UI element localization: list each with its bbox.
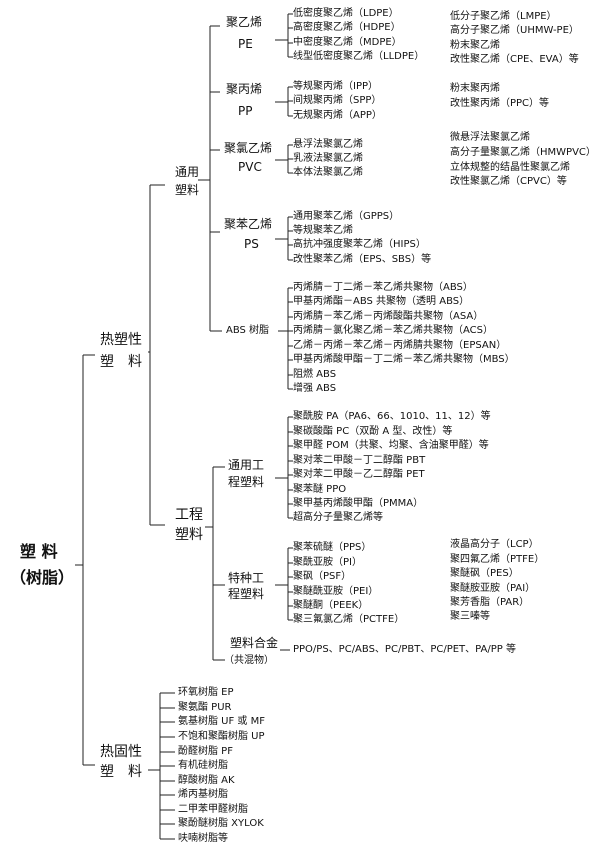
list-item: 聚对苯二甲酸－乙二醇酯 PET bbox=[293, 469, 425, 480]
general-plastics-label: 通用 bbox=[175, 165, 200, 179]
list-item: 中密度聚乙烯（MDPE） bbox=[293, 37, 402, 48]
extra-item: 聚芳香脂（PAR） bbox=[450, 597, 530, 608]
list-item: PPO/PS、PC/ABS、PC/PBT、PC/PET、PA/PP 等 bbox=[293, 644, 516, 655]
engineering-plastics-label: 塑料 bbox=[175, 527, 203, 543]
extra-item: 液晶高分子（LCP） bbox=[450, 539, 539, 550]
list-item: 聚酰胺 PA（PA6、66、1010、11、12）等 bbox=[293, 411, 491, 422]
list-item: 氨基树脂 UF 或 MF bbox=[178, 716, 265, 727]
group-name: 聚氯乙烯 bbox=[224, 141, 273, 155]
list-item: 超高分子量聚乙烯等 bbox=[293, 512, 383, 523]
list-item: 间规聚丙烯（SPP） bbox=[293, 95, 382, 106]
category-label: 程塑料 bbox=[228, 587, 265, 601]
extra-item: 改性聚乙烯（CPE、EVA）等 bbox=[450, 54, 579, 65]
list-item: 甲基丙烯酸甲酯－丁二烯－苯乙烯共聚物（MBS） bbox=[293, 354, 515, 365]
list-item: 丙烯腈－氯化聚乙烯－苯乙烯共聚物（ACS） bbox=[293, 325, 493, 336]
group-abbr: PP bbox=[238, 104, 253, 118]
thermoplastic-label: 热塑性 bbox=[100, 332, 142, 348]
thermoplastic-label: 塑 料 bbox=[100, 354, 142, 370]
list-item: 丙烯腈－苯乙烯－丙烯酸酯共聚物（ASA） bbox=[293, 311, 484, 322]
extra-item: 聚三嗪等 bbox=[450, 611, 490, 622]
category-label: 程塑料 bbox=[228, 475, 265, 489]
extra-item: 粉末聚丙烯 bbox=[450, 83, 500, 94]
list-item: 等规聚丙烯（IPP） bbox=[293, 81, 379, 92]
extra-item: 聚醚胺亚胺（PAI） bbox=[450, 583, 536, 594]
list-item: 改性聚苯乙烯（EPS、SBS）等 bbox=[293, 254, 432, 265]
root-subtitle: （树脂） bbox=[10, 568, 75, 587]
list-item: 聚砜（PSF） bbox=[293, 571, 352, 582]
list-item: 聚氨酯 PUR bbox=[178, 702, 232, 713]
category-label: （共混物） bbox=[224, 655, 274, 666]
list-item: 二甲苯甲醛树脂 bbox=[178, 804, 248, 815]
list-item: 高密度聚乙烯（HDPE） bbox=[293, 22, 401, 33]
list-item: 不饱和聚酯树脂 UP bbox=[178, 731, 265, 742]
list-item: 呋喃树脂等 bbox=[178, 833, 228, 844]
list-item: 烯丙基树脂 bbox=[178, 789, 228, 800]
list-item: 增强 ABS bbox=[293, 383, 337, 394]
extra-item: 低分子聚乙烯（LMPE） bbox=[450, 11, 557, 22]
extra-item: 高分子聚乙烯（UHMW-PE） bbox=[450, 25, 579, 36]
extra-item: 聚醚砜（PES） bbox=[450, 568, 519, 579]
list-item: 聚苯醚 PPO bbox=[293, 484, 347, 495]
list-item: 乳液法聚氯乙烯 bbox=[293, 153, 363, 164]
category-label: 塑料合金 bbox=[230, 636, 279, 650]
list-item: 聚对苯二甲酸－丁二醇酯 PBT bbox=[293, 455, 426, 466]
list-item: 本体法聚氯乙烯 bbox=[293, 167, 363, 178]
list-item: 通用聚苯乙烯（GPPS） bbox=[293, 211, 400, 222]
group-name: ABS 树脂 bbox=[226, 325, 270, 336]
list-item: 低密度聚乙烯（LDPE） bbox=[293, 8, 399, 19]
list-item: 聚醚酰亚胺（PEI） bbox=[293, 586, 379, 597]
root-title: 塑 料 bbox=[20, 542, 58, 561]
extra-item: 改性聚氯乙烯（CPVC）等 bbox=[450, 176, 567, 187]
list-item: 环氧树脂 EP bbox=[178, 687, 234, 698]
group-abbr: PS bbox=[244, 237, 259, 251]
extra-item: 改性聚丙烯（PPC）等 bbox=[450, 98, 550, 109]
list-item: 聚醚酮（PEEK） bbox=[293, 600, 369, 611]
list-item: 聚酚醚树脂 XYLOK bbox=[178, 818, 264, 829]
list-item: 聚甲基丙烯酸甲酯（PMMA） bbox=[293, 498, 424, 509]
list-item: 聚甲醛 POM（共聚、均聚、含油聚甲醛）等 bbox=[293, 440, 489, 451]
group-abbr: PE bbox=[238, 37, 253, 51]
group-name: 聚丙烯 bbox=[226, 82, 263, 96]
group-name: 聚苯乙烯 bbox=[224, 217, 273, 231]
extra-item: 立体规整的结晶性聚氯乙烯 bbox=[450, 162, 570, 173]
list-item: 高抗冲强度聚苯乙烯（HIPS） bbox=[293, 239, 426, 250]
category-label: 特种工 bbox=[228, 571, 265, 585]
extra-item: 聚四氟乙烯（PTFE） bbox=[450, 554, 545, 565]
list-item: 悬浮法聚氯乙烯 bbox=[293, 139, 363, 150]
list-item: 丙烯腈－丁二烯－苯乙烯共聚物（ABS） bbox=[293, 282, 473, 293]
list-item: 聚酰亚胺（PI） bbox=[293, 557, 362, 568]
thermoset-label: 塑 料 bbox=[100, 764, 142, 780]
category-label: 通用工 bbox=[228, 458, 265, 472]
engineering-plastics-label: 工程 bbox=[175, 507, 203, 523]
list-item: 有机硅树脂 bbox=[178, 760, 228, 771]
list-item: 线型低密度聚乙烯（LLDPE） bbox=[293, 51, 425, 62]
list-item: 聚苯硫醚（PPS） bbox=[293, 542, 372, 553]
list-item: 无规聚丙烯（APP） bbox=[293, 110, 382, 121]
list-item: 阻燃 ABS bbox=[293, 369, 337, 380]
list-item: 酚醛树脂 PF bbox=[178, 746, 233, 757]
extra-item: 粉末聚乙烯 bbox=[450, 40, 500, 51]
extra-item: 高分子量聚氯乙烯（HMWPVC） bbox=[450, 147, 596, 158]
list-item: 聚三氟氯乙烯（PCTFE） bbox=[293, 614, 405, 625]
list-item: 乙烯－丙烯－苯乙烯－丙烯腈共聚物（EPSAN） bbox=[293, 340, 507, 351]
list-item: 聚碳酸酯 PC（双酚 A 型、改性）等 bbox=[293, 426, 453, 437]
group-abbr: PVC bbox=[238, 160, 262, 174]
extra-item: 微悬浮法聚氯乙烯 bbox=[450, 132, 530, 143]
list-item: 等规聚苯乙烯 bbox=[293, 225, 353, 236]
list-item: 醇酸树脂 AK bbox=[178, 775, 235, 786]
general-plastics-label: 塑料 bbox=[175, 183, 200, 197]
group-name: 聚乙烯 bbox=[226, 15, 263, 29]
thermoset-label: 热固性 bbox=[100, 744, 142, 760]
list-item: 甲基丙烯酯－ABS 共聚物（透明 ABS） bbox=[293, 296, 470, 307]
